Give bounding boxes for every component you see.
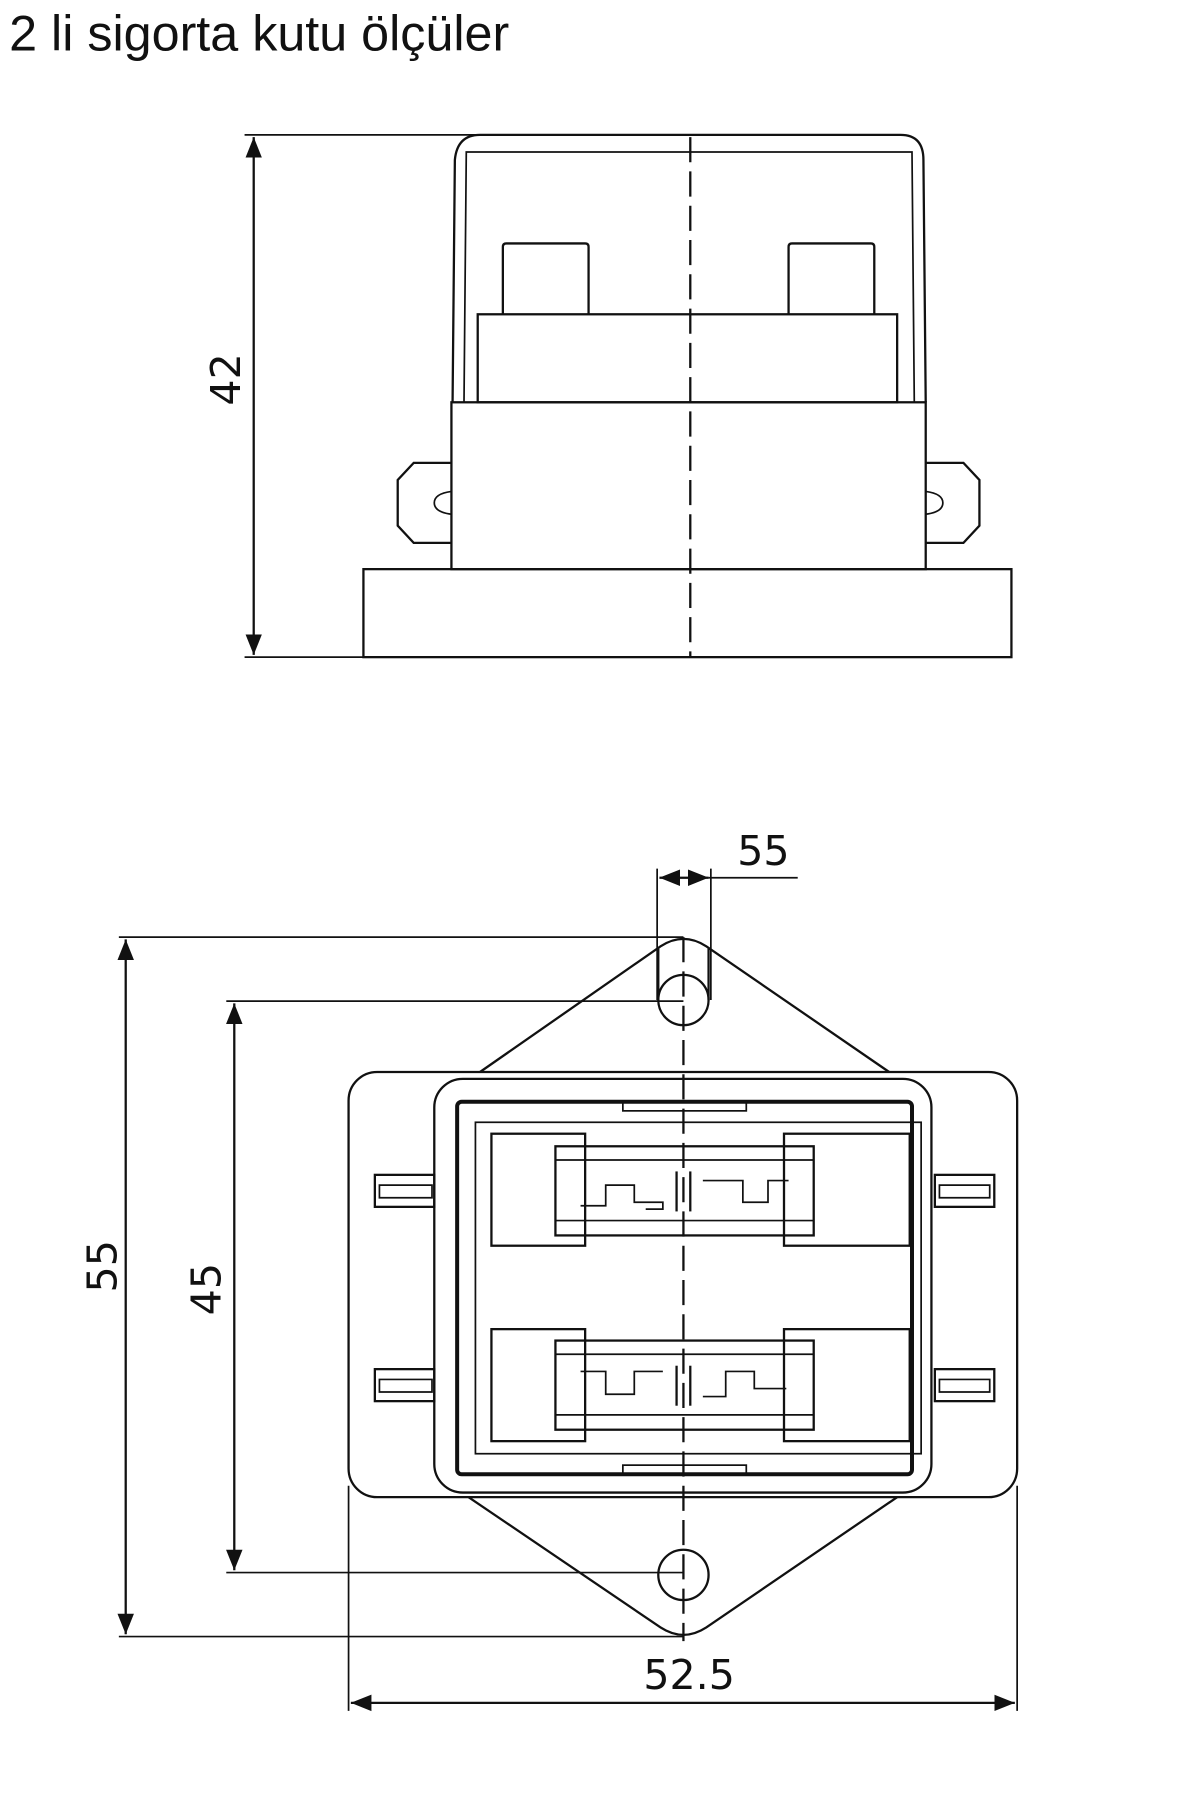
fuse-element xyxy=(702,1370,787,1398)
top-view: 55 55 45 52.5 xyxy=(79,827,1019,1712)
terminal-right-bottom xyxy=(933,1368,996,1403)
fuse-element xyxy=(580,1370,663,1396)
terminal-tab-right xyxy=(925,461,981,544)
fuse-slot-top xyxy=(490,1132,911,1247)
hole-spacing-label: 45 xyxy=(183,1263,231,1315)
side-view: 42 xyxy=(202,133,1013,659)
overall-height-label: 55 xyxy=(79,1240,127,1292)
cover-outline xyxy=(451,133,927,403)
fuse-blade-right xyxy=(787,242,876,315)
fuse-holder-plate xyxy=(476,313,899,404)
fuse-blade-left xyxy=(501,242,590,315)
body xyxy=(450,401,927,571)
fuse-slot-bottom xyxy=(490,1328,911,1443)
tab-hole-left xyxy=(433,490,452,516)
cover-inner xyxy=(474,1121,922,1455)
tab-hole-right xyxy=(925,490,944,516)
hole-slot xyxy=(657,948,710,1000)
terminal-right-top xyxy=(933,1173,996,1208)
terminal-slots xyxy=(378,1184,991,1393)
terminal-tab-left xyxy=(396,461,452,544)
height-label: 42 xyxy=(202,353,250,405)
fuse-element xyxy=(702,1179,789,1204)
terminal-left-bottom xyxy=(373,1368,436,1403)
base xyxy=(362,568,1013,659)
width-label: 52.5 xyxy=(643,1651,735,1699)
fuse-element xyxy=(580,1184,664,1210)
page-title: 2 li sigorta kutu ölçüler xyxy=(9,4,509,61)
hole-width-label: 55 xyxy=(737,827,789,875)
terminal-left-top xyxy=(373,1173,436,1208)
